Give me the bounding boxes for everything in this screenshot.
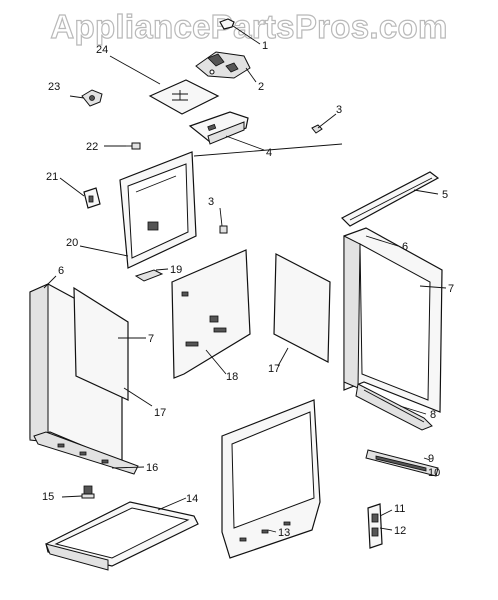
part-1-clip — [219, 18, 235, 30]
part-21-bracket — [83, 187, 101, 209]
callout-17-left: 17 — [154, 407, 166, 419]
callout-13: 13 — [278, 527, 290, 539]
callout-3-middle: 3 — [208, 196, 214, 208]
callout-12: 12 — [394, 525, 406, 537]
callout-18: 18 — [226, 371, 238, 383]
part-20-rear-panel — [119, 151, 197, 269]
part-6-right-frame — [343, 227, 443, 413]
callout-14: 14 — [186, 493, 198, 505]
part-16-kick-plate — [33, 431, 139, 475]
callout-24: 24 — [96, 44, 108, 56]
leader-lines — [43, 25, 447, 533]
callout-11: 11 — [394, 503, 405, 515]
part-18-back-panel — [171, 249, 251, 379]
part-2-bracket-assembly — [195, 51, 251, 79]
part-19-bracket — [134, 269, 164, 282]
part-24-plate — [148, 79, 220, 115]
callout-5: 5 — [442, 189, 448, 201]
callout-9: 9 — [428, 453, 434, 465]
callout-2: 2 — [258, 81, 264, 93]
part-17-right-insulation — [273, 253, 331, 363]
part-23-clip — [81, 89, 103, 107]
callout-20: 20 — [66, 237, 78, 249]
part-11-12-hinge — [367, 503, 383, 549]
callout-labels: 1 2 3 4 5 6 7 8 9 10 11 12 13 14 15 16 1… — [42, 40, 454, 539]
part-8-bottom-trim — [355, 383, 433, 431]
callout-6-left: 6 — [58, 265, 64, 277]
callout-4: 4 — [266, 147, 272, 159]
callout-8: 8 — [430, 409, 436, 421]
part-15-leveling-leg — [81, 485, 95, 499]
callout-23: 23 — [48, 81, 60, 93]
part-5-top-rail — [340, 171, 440, 227]
callout-1: 1 — [262, 40, 268, 52]
callout-21: 21 — [46, 171, 58, 183]
callout-7-right: 7 — [448, 283, 454, 295]
part-14-storage-drawer — [45, 501, 199, 571]
part-9-10-slide-rail — [365, 449, 439, 477]
part-4-mounting-bracket — [188, 111, 249, 145]
callout-16: 16 — [146, 462, 158, 474]
callout-19: 19 — [170, 264, 182, 276]
callout-3-top: 3 — [336, 104, 342, 116]
part-3-fastener-middle — [219, 225, 228, 234]
part-13-front-frame — [221, 399, 321, 559]
watermark-text: AppliancePartsPros.com — [50, 7, 448, 45]
part-22-screw — [126, 142, 141, 150]
callout-6-right: 6 — [402, 241, 408, 253]
callout-17-right: 17 — [268, 363, 280, 375]
callout-15: 15 — [42, 491, 54, 503]
callout-7-left: 7 — [148, 333, 154, 345]
callout-22: 22 — [86, 141, 98, 153]
callout-10: 10 — [428, 467, 440, 479]
part-17-left-insulation — [73, 286, 129, 401]
